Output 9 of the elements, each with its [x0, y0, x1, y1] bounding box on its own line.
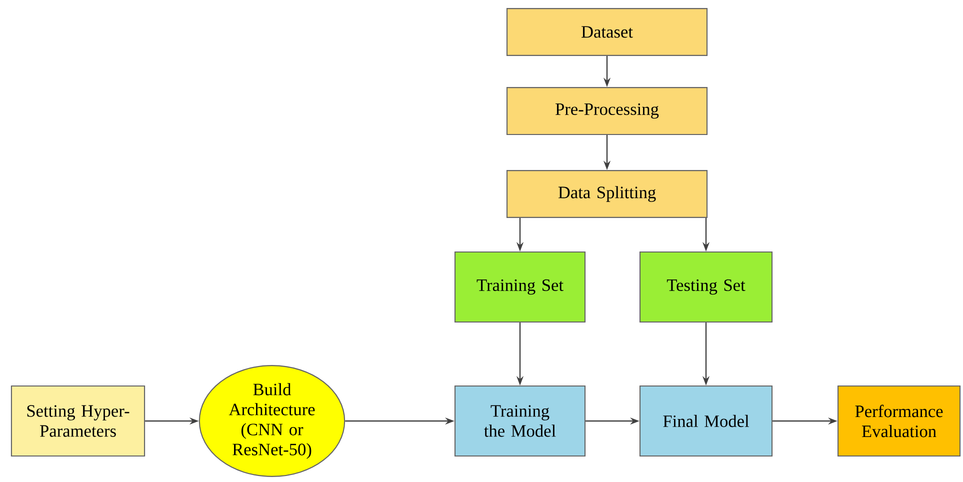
- process-box: Dataset: [506, 8, 708, 56]
- process-box: Performance Evaluation: [837, 385, 961, 457]
- process-box: Testing Set: [639, 251, 773, 323]
- process-box: Data Splitting: [506, 170, 708, 218]
- process-box: Training the Model: [454, 385, 586, 457]
- process-box: Final Model: [639, 385, 773, 457]
- process-box: Training Set: [454, 251, 586, 323]
- process-box: Setting Hyper-Parameters: [10, 385, 146, 457]
- process-box: Pre-Processing: [506, 87, 708, 135]
